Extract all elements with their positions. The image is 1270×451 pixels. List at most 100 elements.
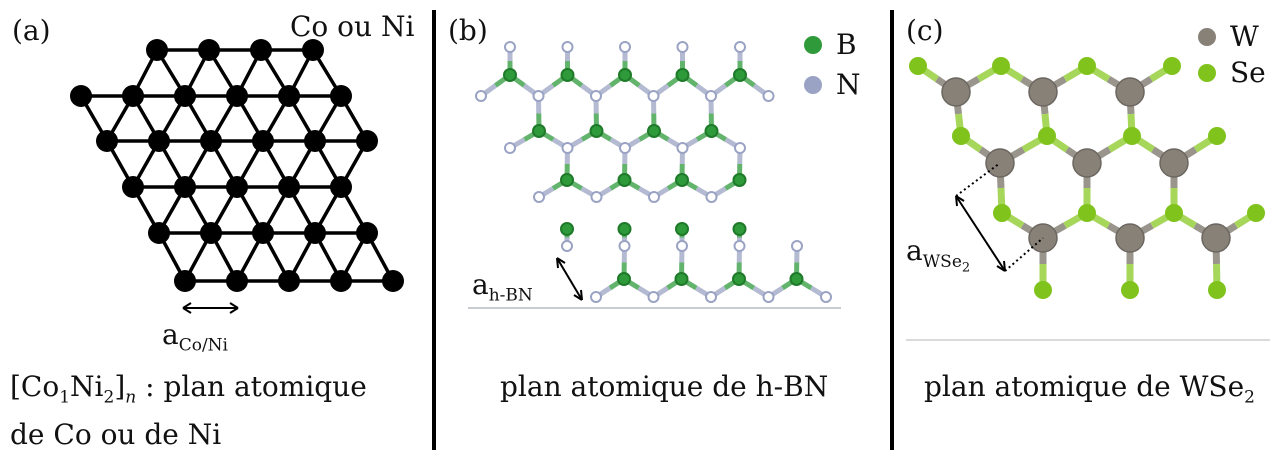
boron-atom	[561, 223, 573, 235]
nitrogen-atom	[649, 91, 659, 101]
boron-atom	[619, 69, 631, 81]
nitrogen-legend-dot	[804, 76, 822, 94]
atom-co-ni	[302, 39, 324, 61]
panel-b-hbn-lattice: (b) B N ah-BN plan atomique de h-BN	[436, 0, 890, 450]
nitrogen-atom	[678, 42, 688, 52]
tungsten-atom	[942, 78, 970, 106]
atom-co-ni	[356, 222, 378, 244]
tungsten-atom	[1160, 149, 1188, 177]
atom-co-ni	[198, 39, 220, 61]
atom-co-ni	[278, 85, 300, 107]
atom-co-ni	[278, 176, 300, 198]
nitrogen-atom	[505, 42, 515, 52]
selenium-atom	[909, 57, 927, 75]
nitrogen-atom	[505, 143, 515, 153]
selenium-atom	[1078, 204, 1096, 222]
atom-co-ni	[148, 222, 170, 244]
dotted-guide	[956, 163, 1000, 196]
selenium-atom	[1078, 57, 1096, 75]
nitrogen-atom	[678, 143, 688, 153]
nitrogen-atom	[735, 143, 745, 153]
lattice-constant-wse2: aWSe2	[906, 234, 970, 275]
nitrogen-atom	[562, 241, 572, 251]
boron-atom	[619, 174, 631, 186]
nitrogen-atom	[620, 42, 630, 52]
selenium-atom	[1034, 281, 1052, 299]
boron-atom	[618, 273, 630, 285]
caption-a-line2: de Co ou de Ni	[10, 418, 221, 451]
nitrogen-atom	[476, 91, 486, 101]
nitrogen-atom	[563, 143, 573, 153]
atom-co-ni	[200, 130, 222, 152]
nitrogen-atom	[592, 192, 602, 202]
lattice-constant-arrow	[557, 258, 582, 300]
atom-co-ni	[226, 270, 248, 292]
selenium-atom	[1038, 127, 1056, 145]
nitrogen-atom	[591, 292, 601, 302]
atom-co-ni	[250, 39, 272, 61]
selenium-atom	[1208, 127, 1226, 145]
boron-atom	[504, 69, 516, 81]
boron-atom	[676, 273, 688, 285]
nitrogen-atom	[649, 292, 659, 302]
tungsten-atom	[1116, 78, 1144, 106]
atom-co-ni	[252, 222, 274, 244]
atom-co-ni	[148, 130, 170, 152]
atom-co-ni	[356, 130, 378, 152]
selenium-atom	[1247, 204, 1265, 222]
nitrogen-atom	[707, 192, 717, 202]
tungsten-atom	[1073, 149, 1101, 177]
selenium-atom	[1165, 204, 1183, 222]
panel-c-wse2-lattice: (c) W Se aWSe2 plan atomique de WSe2	[894, 0, 1270, 450]
boron-atom	[676, 174, 688, 186]
nitrogen-atom	[677, 241, 687, 251]
boron-atom	[733, 273, 745, 285]
atom-co-ni	[226, 176, 248, 198]
nitrogen-atom	[563, 42, 573, 52]
nitrogen-atom	[706, 292, 716, 302]
atom-co-ni	[330, 270, 352, 292]
legend-nitrogen: N	[804, 68, 861, 101]
nitrogen-atom	[534, 91, 544, 101]
panel-a-co-ni-lattice: (a) Co ou Ni aCo/Ni [Co1Ni2]n : plan ato…	[0, 0, 432, 450]
lattice-constant-co-ni: aCo/Ni	[162, 318, 228, 356]
nitrogen-atom	[792, 241, 802, 251]
selenium-atom	[1121, 281, 1139, 299]
caption-b: plan atomique de h-BN	[500, 370, 828, 403]
boron-atom	[734, 223, 746, 235]
boron-atom	[791, 273, 803, 285]
boron-atom	[533, 125, 545, 137]
atom-co-ni	[304, 222, 326, 244]
atom-co-ni	[174, 176, 196, 198]
selenium-atom	[1208, 281, 1226, 299]
selenium-legend-dot	[1198, 64, 1216, 82]
boron-atom	[734, 69, 746, 81]
tungsten-atom	[1116, 224, 1144, 252]
legend-boron: B	[804, 28, 857, 61]
atom-co-ni	[122, 85, 144, 107]
boron-legend-dot	[804, 36, 822, 54]
nitrogen-atom	[649, 192, 659, 202]
selenium-atom	[993, 204, 1011, 222]
atom-co-ni	[226, 85, 248, 107]
nitrogen-atom	[735, 241, 745, 251]
nitrogen-atom	[591, 91, 601, 101]
lattice-constant-hbn: ah-BN	[472, 268, 533, 306]
atom-co-ni	[330, 85, 352, 107]
nitrogen-atom	[706, 91, 716, 101]
atom-co-ni	[252, 130, 274, 152]
nitrogen-atom	[764, 292, 774, 302]
selenium-atom	[952, 127, 970, 145]
nitrogen-atom	[735, 42, 745, 52]
boron-atom	[677, 69, 689, 81]
atom-co-ni	[382, 270, 404, 292]
tungsten-atom	[1202, 224, 1230, 252]
atom-co-ni	[330, 176, 352, 198]
selenium-atom	[1163, 57, 1181, 75]
boron-atom	[676, 223, 688, 235]
nitrogen-atom	[534, 192, 544, 202]
atom-co-ni	[70, 85, 92, 107]
boron-atom	[591, 125, 603, 137]
atom-co-ni	[304, 130, 326, 152]
boron-atom	[562, 69, 574, 81]
